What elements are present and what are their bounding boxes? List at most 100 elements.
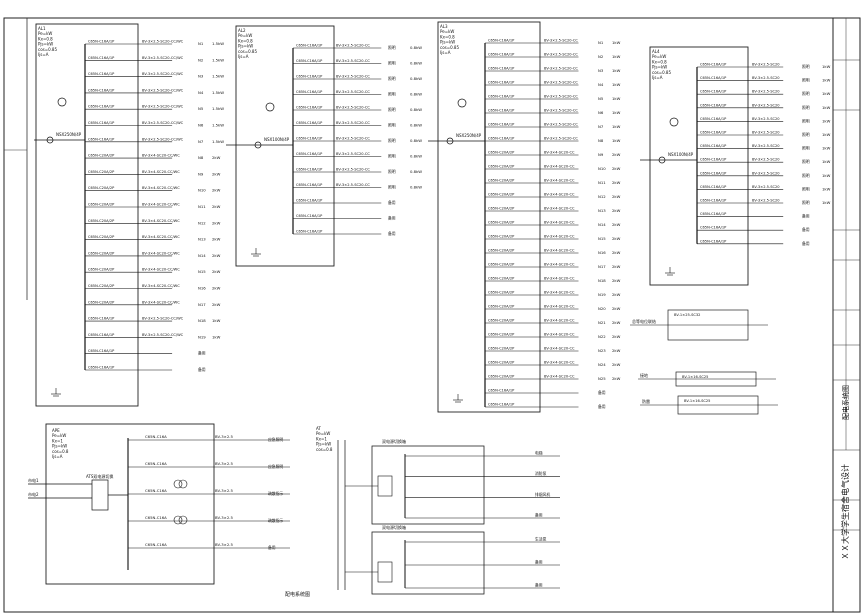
incoming-breaker-symbol [446,137,454,145]
branch-breaker: C65N-C20A/2P [88,235,115,239]
branch-load: 1kW [822,91,831,96]
branch-breaker: C65N-C16A/1P [88,105,115,109]
branch-cable: BV-3×4-SC20-CC/WC [142,251,180,255]
branch-load: 2kW [612,222,621,227]
branch-breaker: C65N-C16A/1P [700,63,727,67]
branch-load: 1.5kW [212,123,224,128]
panel-header-line: Pe=kW [440,29,454,34]
branch-load: 2kW [612,180,621,185]
branch-circuit-no: 照明 [388,169,396,174]
panel-border [35,23,139,407]
branch-circuit-no: N14 [198,253,206,258]
branch-circuit-no: 照明 [802,64,810,69]
ats-panel: APEPe=kWKx=1Pjs=kWcos=0.8Ijs=A市电1市电2ATS双… [28,423,290,585]
branch-circuit-no: 照明 [802,200,810,205]
branch-breaker: C65N-C20A/2P [488,333,515,337]
branch-circuit-no: 备用 [198,351,206,356]
panel-header-line: Ijs=A [652,75,663,80]
branch-cable: BV-3×4-SC20-CC [544,235,575,239]
branch-breaker: C65N-C16A/1P [296,183,323,187]
branch-circuit-no: 照明 [802,105,810,110]
branch-cable: BV-3×4-SC20-CC [544,151,575,155]
branch-breaker: C65N-C16A/1P [88,333,115,337]
branch-breaker: C65N-C20A/2P [488,263,515,267]
branch-cable: BV-3×2.5-SC20-CC/WC [142,105,184,109]
branch-breaker: C65N-C16A/1P [296,168,323,172]
branch-load: 2kW [612,194,621,199]
branch-circuit-no: 备用 [388,216,396,221]
branch-breaker: C65N-C16A/1P [88,56,115,60]
branch-load: 0.8kW [410,123,422,128]
branch-breaker: C65N-C20A/2P [488,305,515,309]
branch-breaker: C65N-C16A/1P [488,81,515,85]
branch-load: 2kW [212,269,221,274]
branch-load: 1kW [612,110,621,115]
branch-circuit-no: N4 [598,82,604,87]
branch-load: 1.5kW [212,41,224,46]
branch-breaker: C65N-C20A/2P [488,207,515,211]
branch-breaker: C65N-C20A/2P [88,154,115,158]
branch-load: 2kW [212,220,221,225]
branch-breaker: C65N-C16A/1P [700,117,727,121]
dual-header-line: Pjs=kW [316,442,331,447]
branch-cable: BV-3×2.5-SC20-CC/WC [142,317,184,321]
branch-cable: BV-3×2.5-SC20-CC [544,67,578,71]
branch-circuit-no: N19 [598,292,606,297]
panel-header-line: Pe=kW [652,54,666,59]
branch-circuit-no: 照明 [388,76,396,81]
branch-cable: BV-3×4-SC20-CC/WC [142,284,180,288]
branch-breaker: C65N-C16A/1P [700,76,727,80]
branch-cable: BV-3×4-SC20-CC [544,277,575,281]
branch-breaker: C65N-C16A/1P [88,72,115,76]
panel-header-line: Kx=0.8 [238,38,253,43]
ats-label: ATS双电源切换 [86,473,113,479]
branch-breaker: C65N-C20A/2P [488,319,515,323]
branch-cable: BV-3×2.5-SC20-CC [336,106,370,110]
panel-header-line: cos=0.85 [38,47,57,52]
dual-branch-load: 排烟风机 [535,492,550,497]
branch-load: 2kW [612,306,621,311]
branch-cable: BV-3×2.5-SC20 [752,131,780,135]
branch-circuit-no: 照明 [388,45,396,50]
ats-header-line: Pjs=kW [52,444,67,449]
branch-cable: BV-3×2.5-SC20-CC/WC [142,72,184,76]
branch-load: 1kW [612,40,621,45]
branch-cable: BV-3×4-SC20-CC [544,319,575,323]
branch-circuit-no: N7 [198,139,204,144]
branch-breaker: C65N-C20A/2P [488,249,515,253]
branch-circuit-no: N18 [198,318,206,323]
dual-box-switch [377,561,393,583]
branch-breaker: C65N-C16A/1P [88,366,115,370]
panel-p4: AL4Pe=kWKx=0.8Pjs=kWcos=0.85Ijs=ANSX100N… [640,46,831,286]
branch-load: 2kW [612,264,621,269]
branch-load: 2kW [212,253,221,258]
branch-circuit-no: N22 [598,334,606,339]
branch-circuit-no: N19 [198,334,206,339]
branch-breaker: C65N-C16A/1P [700,158,727,162]
branch-breaker: C65N-C16A/1P [488,403,515,407]
branch-circuit-no: N2 [198,57,204,62]
branch-breaker: C65N-C16A/1P [488,67,515,71]
